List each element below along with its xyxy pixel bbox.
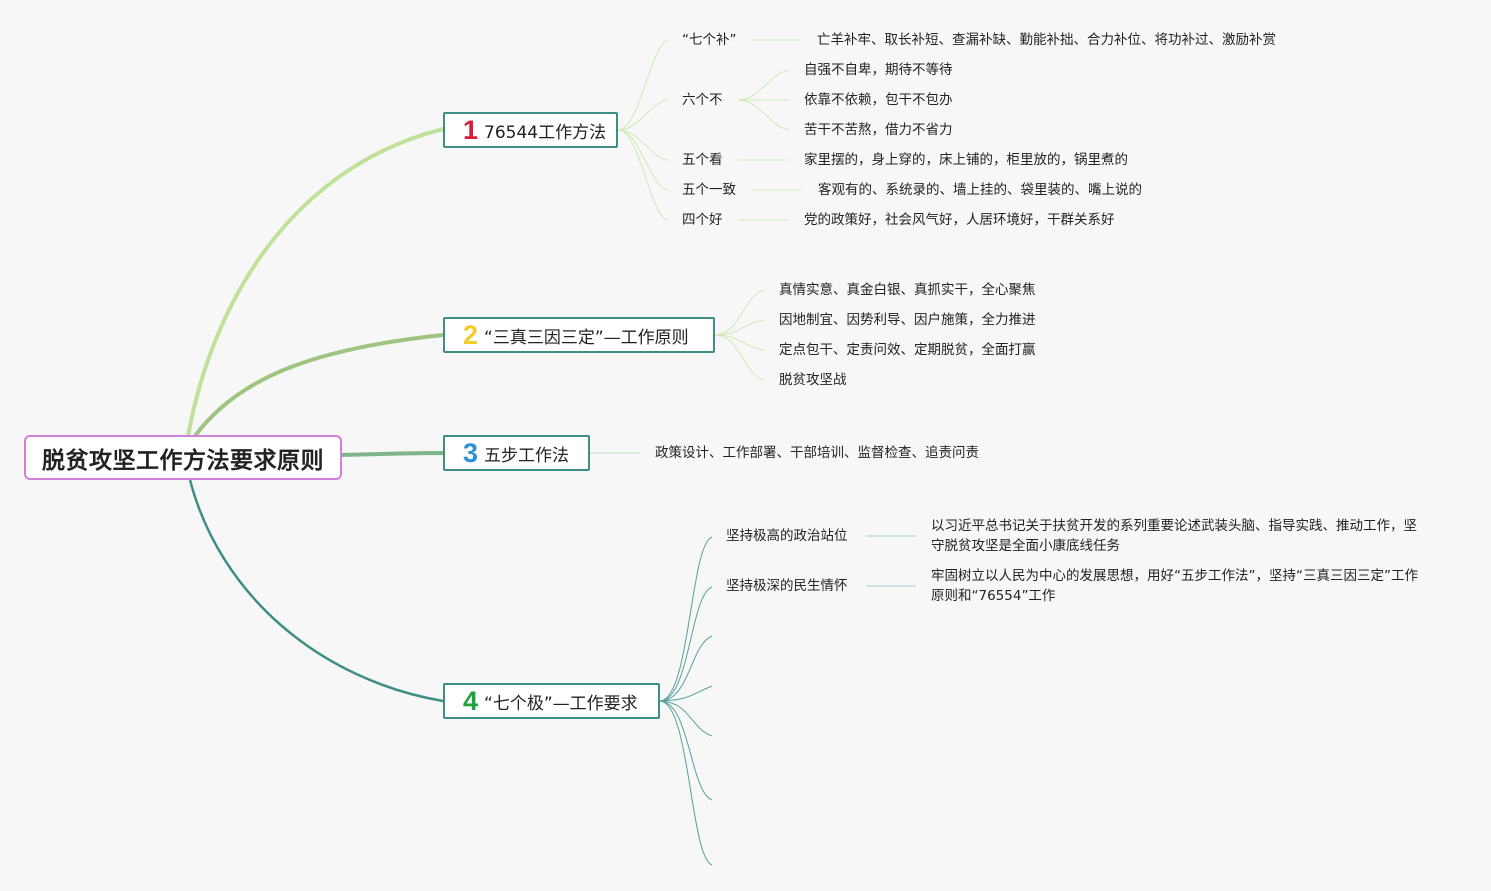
- b1-sub-wugekan[interactable]: 五个看: [682, 152, 723, 168]
- b2-item-3[interactable]: 定点包干、定责问效、定期脱贫，全面打赢: [779, 342, 1036, 358]
- link-root-b4: [188, 479, 444, 703]
- b1-wugeyizhi-detail[interactable]: 客观有的、系统录的、墙上挂的、袋里装的、嘴上说的: [818, 182, 1142, 198]
- branch-3-number: 3: [463, 437, 479, 468]
- branch-1-label: 76544工作方法: [484, 122, 607, 143]
- b1-liugebu-detail-1[interactable]: 自强不自卑，期待不等待: [804, 62, 953, 78]
- b1-sub-liugebu[interactable]: 六个不: [682, 92, 723, 108]
- link-root-b3: [341, 451, 444, 457]
- b2-item-4[interactable]: 脱贫攻坚战: [779, 372, 847, 388]
- branch-1-number: 1: [463, 114, 479, 145]
- b4-sub-political-stance[interactable]: 坚持极高的政治站位: [726, 528, 848, 544]
- central-topic-label: 脱贫攻坚工作方法要求原则: [42, 447, 324, 474]
- branch-3-label: 五步工作法: [484, 445, 570, 466]
- link-root-b2: [193, 333, 444, 438]
- branch-3[interactable]: 3 五步工作法: [443, 435, 590, 471]
- link-root-b1: [186, 127, 444, 437]
- b1-sigehao-detail[interactable]: 党的政策好，社会风气好，人居环境好，干群关系好: [804, 212, 1115, 228]
- b1-sub-sigehao[interactable]: 四个好: [682, 212, 723, 228]
- b1-liugebu-detail-2[interactable]: 依靠不依赖，包干不包办: [804, 92, 953, 108]
- b4-livelihood-detail[interactable]: 牢固树立以人民为中心的发展思想，用好“五步工作法”，坚持“三真三因三定”工作原则…: [931, 568, 1418, 604]
- b1-wugekan-detail[interactable]: 家里摆的，身上穿的，床上铺的，柜里放的，锅里煮的: [804, 152, 1128, 168]
- branch-1[interactable]: 1 76544工作方法: [443, 112, 618, 148]
- branch-4-label: “七个极”—工作要求: [484, 693, 638, 714]
- b4-political-stance-detail[interactable]: 以习近平总书记关于扶贫开发的系列重要论述武装头脑、指导实践、推动工作，坚守脱贫攻…: [931, 518, 1417, 554]
- b1-sub-wugeyizhi[interactable]: 五个一致: [682, 182, 736, 198]
- branch-4-number: 4: [463, 685, 479, 716]
- branch-2[interactable]: 2 “三真三因三定”—工作原则: [443, 317, 715, 353]
- b4-sub-livelihood[interactable]: 坚持极深的民生情怀: [726, 578, 848, 594]
- b3-item-1[interactable]: 政策设计、工作部署、干部培训、监督检查、追责问责: [655, 445, 979, 461]
- b1-sub-qigebu[interactable]: “七个补”: [682, 32, 737, 48]
- b2-item-2[interactable]: 因地制宜、因势利导、因户施策，全力推进: [779, 312, 1036, 328]
- b1-sub-qigebu-detail[interactable]: 亡羊补牢、取长补短、查漏补缺、勤能补拙、合力补位、将功补过、激励补赏: [817, 32, 1276, 48]
- b1-liugebu-detail-3[interactable]: 苦干不苦熬，借力不省力: [804, 122, 953, 138]
- b2-item-1[interactable]: 真情实意、真金白银、真抓实干，全心聚焦: [779, 282, 1036, 298]
- branch-2-number: 2: [463, 319, 479, 350]
- branch-2-label: “三真三因三定”—工作原则: [484, 327, 689, 348]
- branch-4[interactable]: 4 “七个极”—工作要求: [443, 683, 660, 719]
- central-topic[interactable]: 脱贫攻坚工作方法要求原则: [24, 435, 342, 480]
